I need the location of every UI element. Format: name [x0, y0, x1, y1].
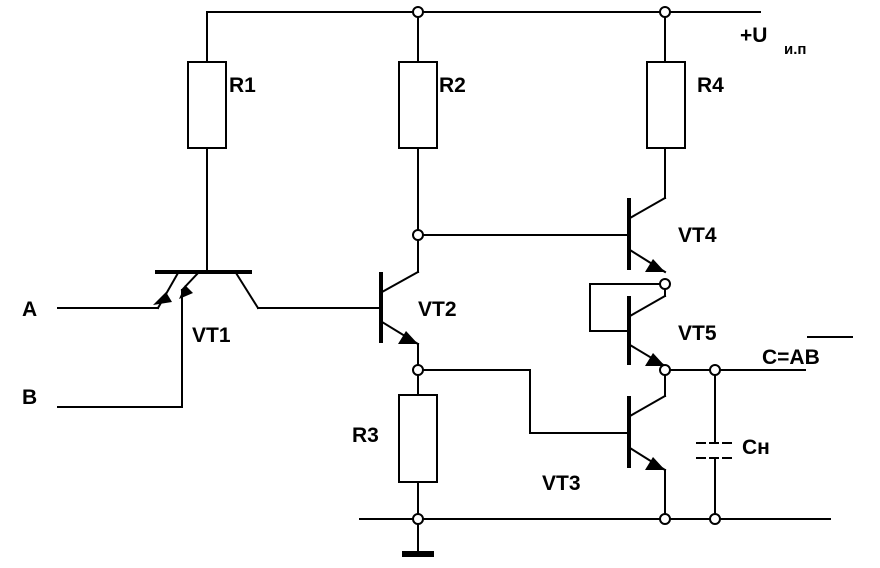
vt4-emitter-arrow — [645, 259, 665, 272]
label-input-a: A — [22, 298, 37, 321]
label-r3: R3 — [352, 424, 379, 447]
label-output: C=AB — [762, 346, 820, 369]
vt4-collector — [628, 196, 667, 220]
node-ground-capacitor — [709, 513, 721, 525]
vt3-collector — [628, 394, 667, 418]
vt2-emitter-arrow — [398, 331, 418, 344]
vt1-emitter-b-arrow — [179, 285, 193, 299]
label-vt5: VT5 — [678, 322, 717, 345]
vt1-emitter-a-arrow — [153, 292, 172, 305]
label-supply-subscript: и.п — [784, 41, 806, 58]
transistor-vt1 — [153, 270, 260, 310]
vt1-collector — [234, 271, 260, 310]
node-output-capacitor — [709, 364, 721, 376]
node-ground-vt3 — [659, 513, 671, 525]
label-r4: R4 — [697, 74, 724, 97]
label-r2: R2 — [439, 74, 466, 97]
resistor-r1 — [187, 61, 227, 149]
node-vt2-emitter — [412, 364, 424, 376]
label-vt2: VT2 — [418, 298, 457, 321]
vt2-collector — [380, 270, 420, 294]
vt5-emitter-arrow — [645, 353, 665, 366]
load-capacitor — [696, 369, 734, 520]
transistor-vt4 — [627, 196, 667, 274]
label-supply: +U — [740, 24, 767, 47]
label-vt1: VT1 — [192, 324, 231, 347]
resistor-r4 — [646, 61, 686, 149]
resistor-r3 — [398, 394, 438, 483]
node-output — [659, 364, 671, 376]
labels: R1 R2 R4 R3 VT1 VT2 VT4 VT5 VT3 A B C=AB… — [22, 24, 820, 495]
node-vt2-collector — [412, 229, 424, 241]
label-input-b: B — [22, 386, 37, 409]
node-supply-r2 — [412, 6, 424, 18]
transistor-vt2 — [379, 270, 420, 346]
transistor-vt5 — [627, 294, 667, 368]
vt3-emitter-arrow — [645, 457, 665, 470]
transistor-vt3 — [627, 394, 667, 472]
node-vt4-emitter — [659, 278, 671, 290]
nodes — [412, 6, 721, 525]
label-capacitor: Cн — [742, 436, 770, 459]
label-vt3: VT3 — [542, 472, 581, 495]
vt5-collector — [628, 294, 667, 318]
label-r1: R1 — [229, 74, 256, 97]
resistor-r2 — [398, 61, 438, 149]
node-ground-r3 — [412, 513, 424, 525]
label-vt4: VT4 — [678, 224, 717, 247]
node-supply-r4 — [659, 6, 671, 18]
